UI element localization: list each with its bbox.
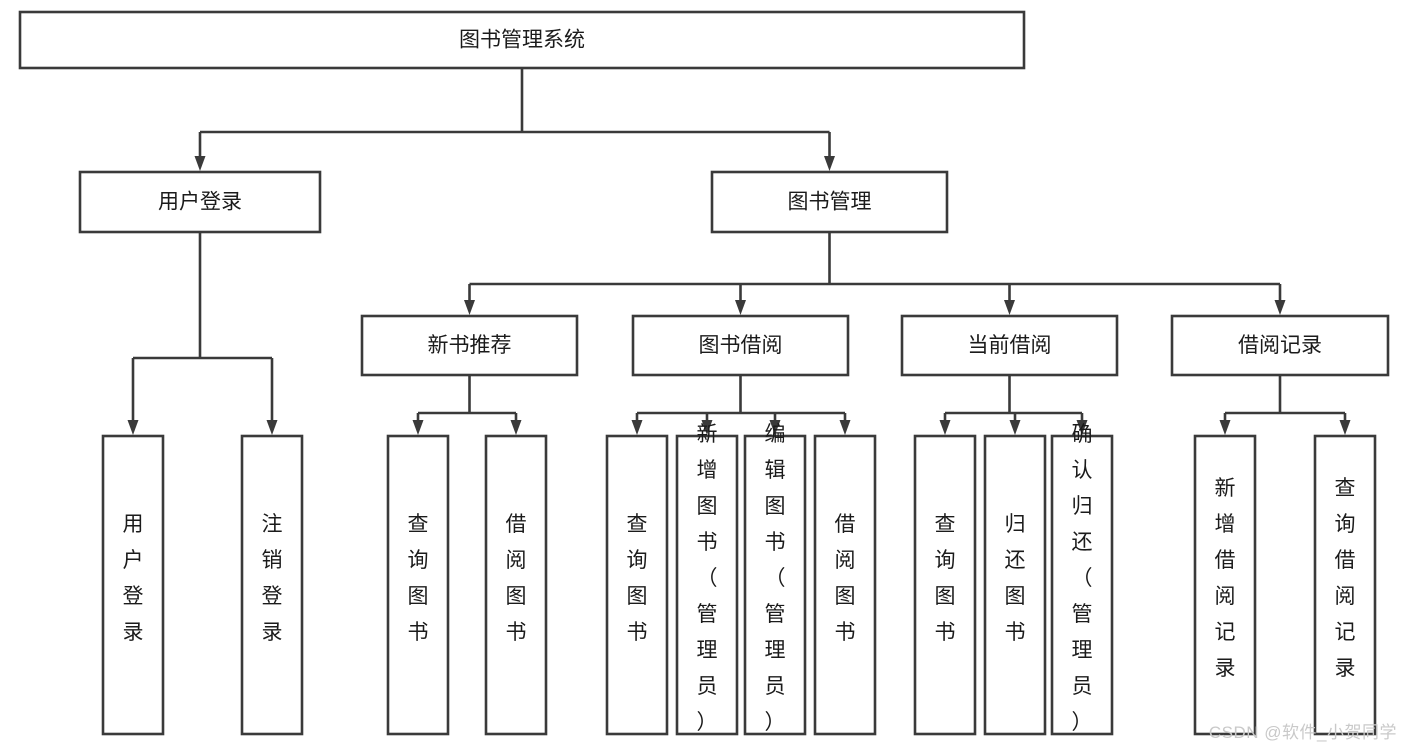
node-box-user-login[interactable] [78,170,322,234]
node-leaf-logout[interactable]: 注销登录 [240,434,304,736]
connector-arrowhead [464,300,475,315]
node-label-user-login: 用户登录 [158,191,242,214]
node-box-leaf-borrow-book-1[interactable] [484,434,548,736]
node-box-borrow-record[interactable] [1170,314,1390,377]
connector-arrowhead [1009,420,1021,435]
node-book-borrow[interactable]: 图书借阅 [631,314,850,377]
node-label-leaf-edit-book: 编辑图书（管理员） [765,423,786,734]
node-box-current-borrow[interactable] [900,314,1119,377]
node-label-new-book-rec: 新书推荐 [428,334,512,357]
connector-group-new-book-rec [412,375,522,435]
node-label-leaf-query-record: 查询借阅记录 [1335,477,1356,680]
connector-arrowhead [735,300,746,315]
connector-arrowhead [1339,420,1351,435]
node-box-leaf-user-login[interactable] [101,434,165,736]
node-label-leaf-return-book: 归还图书 [1005,513,1026,644]
node-leaf-query-book-3[interactable]: 查询图书 [913,434,977,736]
connector-group-root [194,68,835,171]
node-new-book-rec[interactable]: 新书推荐 [360,314,579,377]
connector-arrowhead [839,420,851,435]
node-label-leaf-borrow-book-2: 借阅图书 [835,513,856,644]
connector-group-current-borrow [939,375,1088,435]
connector-arrowhead [266,420,278,435]
node-label-leaf-query-book-3: 查询图书 [935,513,956,644]
node-leaf-borrow-book-2[interactable]: 借阅图书 [813,434,877,736]
node-box-leaf-edit-book[interactable] [743,434,807,736]
node-leaf-confirm-return[interactable]: 确认归还（管理员） [1050,423,1114,736]
node-box-leaf-query-book-1[interactable] [386,434,450,736]
node-borrow-record[interactable]: 借阅记录 [1170,314,1390,377]
node-label-leaf-user-login: 用户登录 [123,513,144,644]
node-leaf-return-book[interactable]: 归还图书 [983,434,1047,736]
connector-arrowhead [127,420,139,435]
node-leaf-user-login[interactable]: 用户登录 [101,434,165,736]
node-current-borrow[interactable]: 当前借阅 [900,314,1119,377]
node-box-book-borrow[interactable] [631,314,850,377]
node-box-leaf-logout[interactable] [240,434,304,736]
connector-arrowhead [701,420,713,435]
node-label-leaf-query-book-2: 查询图书 [627,513,648,644]
connector-arrowhead [510,420,522,435]
node-box-leaf-query-book-2[interactable] [605,434,669,736]
node-label-leaf-query-book-1: 查询图书 [408,513,429,644]
connector-layer [127,68,1351,435]
connector-arrowhead [1076,420,1088,435]
connector-arrowhead [1274,300,1286,315]
node-label-borrow-record: 借阅记录 [1238,334,1322,357]
node-box-leaf-query-record[interactable] [1313,434,1377,736]
connector-arrowhead [939,420,951,435]
node-box-leaf-borrow-book-2[interactable] [813,434,877,736]
node-label-book-manage: 图书管理 [788,191,872,214]
node-box-book-manage[interactable] [710,170,949,234]
node-box-leaf-query-book-3[interactable] [913,434,977,736]
node-leaf-query-book-2[interactable]: 查询图书 [605,434,669,736]
node-label-leaf-add-record: 新增借阅记录 [1215,477,1236,680]
node-label-current-borrow: 当前借阅 [968,334,1052,357]
node-leaf-borrow-book-1[interactable]: 借阅图书 [484,434,548,736]
node-label-leaf-add-book: 新增图书（管理员） [697,423,718,734]
node-box-leaf-add-book[interactable] [675,434,739,736]
connector-group-borrow-record [1219,375,1351,435]
connector-arrowhead [769,420,781,435]
node-leaf-query-book-1[interactable]: 查询图书 [386,434,450,736]
node-label-leaf-confirm-return: 确认归还（管理员） [1072,423,1093,734]
connector-arrowhead [1004,300,1015,315]
node-box-new-book-rec[interactable] [360,314,579,377]
connector-group-book-borrow [631,375,851,435]
connector-arrowhead [631,420,643,435]
connector-arrowhead [824,156,835,171]
node-label-root: 图书管理系统 [459,29,585,52]
node-leaf-query-record[interactable]: 查询借阅记录 [1313,434,1377,736]
node-leaf-edit-book[interactable]: 编辑图书（管理员） [743,423,807,736]
connector-arrowhead [1219,420,1231,435]
watermark-csdn: CSDN @软件_小贺同学 [1208,723,1397,742]
connector-arrowhead [194,156,206,171]
node-box-leaf-return-book[interactable] [983,434,1047,736]
node-label-book-borrow: 图书借阅 [699,334,783,357]
node-label-leaf-borrow-book-1: 借阅图书 [506,513,527,644]
node-leaf-add-book[interactable]: 新增图书（管理员） [675,423,739,736]
node-user-login[interactable]: 用户登录 [78,170,322,234]
node-label-leaf-logout: 注销登录 [262,513,283,644]
node-root[interactable]: 图书管理系统 [18,10,1026,70]
node-book-manage[interactable]: 图书管理 [710,170,949,234]
connector-group-book-manage [464,232,1286,315]
connector-group-user-login [127,232,278,435]
node-box-root[interactable] [18,10,1026,70]
node-layer: 图书管理系统用户登录图书管理新书推荐图书借阅当前借阅借阅记录用户登录注销登录查询… [18,10,1390,736]
node-leaf-add-record[interactable]: 新增借阅记录 [1193,434,1257,736]
node-box-leaf-confirm-return[interactable] [1050,434,1114,736]
connector-arrowhead [412,420,424,435]
node-box-leaf-add-record[interactable] [1193,434,1257,736]
